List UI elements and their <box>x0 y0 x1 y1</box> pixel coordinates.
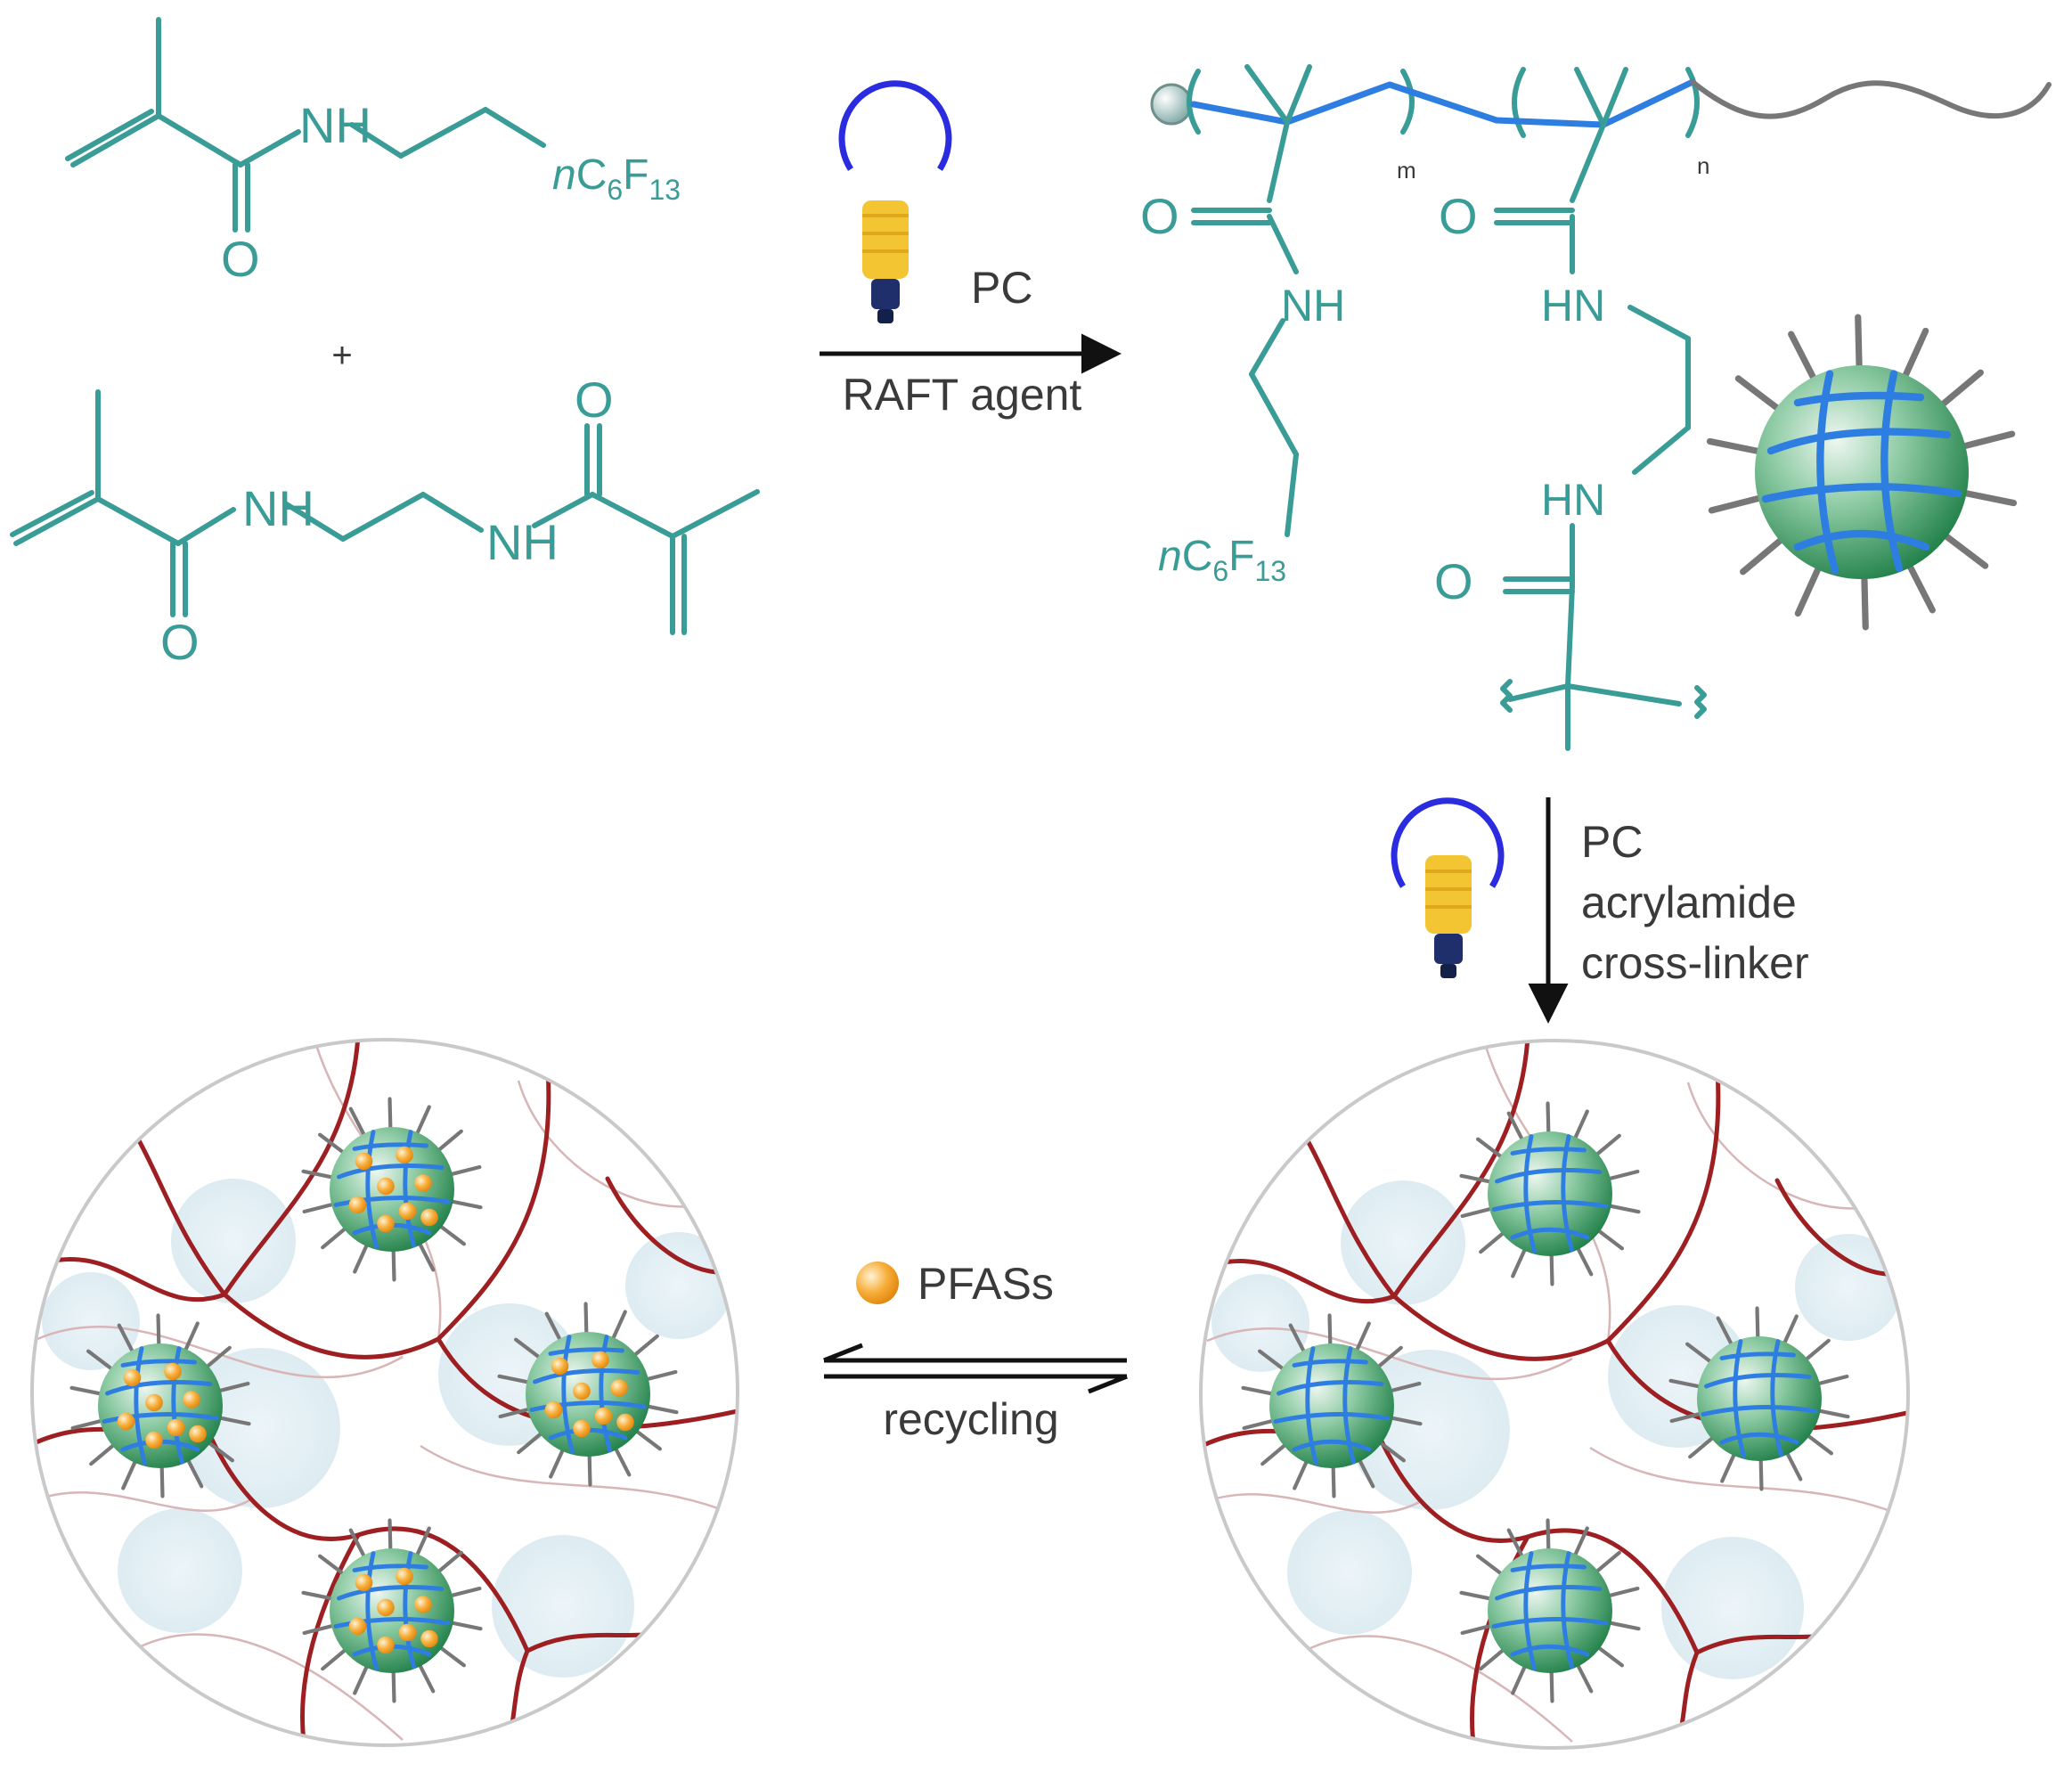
step3-analyte-label: PFASs <box>918 1259 1054 1309</box>
step2-catalyst-label: PC <box>1581 817 1643 867</box>
monomer2-carbonyl-o-left: O <box>160 614 200 670</box>
step1-reagent-label: RAFT agent <box>843 370 1082 420</box>
pfas-ball-icon <box>856 1262 899 1304</box>
monomer-fluorinated-methacrylamide <box>65 17 546 233</box>
monomer2-nh-left: NH <box>242 480 314 536</box>
nanoparticle <box>1459 1518 1641 1703</box>
polymer-backbone <box>1187 64 2052 274</box>
lightbulb-icon <box>838 80 952 323</box>
polymer-carbonyl-o-bottom: O <box>1434 553 1473 609</box>
polymer-sub-n: n <box>1697 152 1709 179</box>
fluorinated-nanoparticle <box>1706 314 2018 631</box>
polymer-carbonyl-o-right: O <box>1439 188 1478 244</box>
polymer-side-chains <box>1249 305 1707 751</box>
hydrogel-loaded-with-pfas <box>30 1038 739 1747</box>
monomer2-nh-right: NH <box>486 514 559 570</box>
step1-catalyst-label: PC <box>971 263 1032 313</box>
nanoparticle <box>1668 1306 1850 1491</box>
monomer1-nh-label: NH <box>299 97 371 153</box>
equilibrium-arrows <box>823 1343 1128 1394</box>
monomer1-rf-chain: nC6F13 <box>552 151 681 206</box>
step2-reagent-1-label: acrylamide <box>1581 878 1797 927</box>
monomer1-carbonyl-o: O <box>221 231 260 287</box>
polymer-hn-lower: HN <box>1541 475 1605 525</box>
nanoparticle <box>1241 1313 1423 1498</box>
polymer-carbonyl-o-left: O <box>1140 188 1179 244</box>
step2-reagent-2-label: cross-linker <box>1581 938 1809 988</box>
polymer-nh-label: NH <box>1281 281 1345 331</box>
polymer-hn-upper: HN <box>1541 281 1605 331</box>
polymer-sub-m: m <box>1397 157 1416 184</box>
nanoparticle <box>1459 1101 1641 1286</box>
polymer-rf-chain: nC6F13 <box>1158 533 1286 587</box>
pfas-loaded-nanoparticle <box>497 1302 679 1487</box>
monomer-bisacrylamide-crosslinker <box>10 389 760 635</box>
polymer-end-group <box>1150 83 1193 126</box>
step3-reverse-label: recycling <box>883 1394 1058 1444</box>
pfas-loaded-nanoparticle <box>69 1313 251 1498</box>
nanoparticle <box>1706 314 2018 631</box>
monomer2-carbonyl-o-right: O <box>575 372 614 428</box>
plus-sign: + <box>331 336 352 375</box>
lightbulb-icon <box>1391 797 1505 978</box>
pfas-loaded-nanoparticle <box>301 1097 483 1282</box>
hydrogel-empty <box>1199 1039 1910 1750</box>
pfas-loaded-nanoparticle <box>301 1518 483 1703</box>
